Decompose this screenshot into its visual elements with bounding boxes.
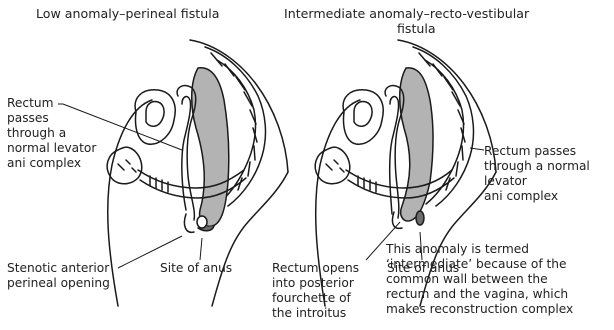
right-note-line-4: rectum and the vagina, which xyxy=(386,287,568,302)
right-rectum-label-line-1: Rectum passes xyxy=(484,144,576,159)
left-rectum-label-line-3: through a xyxy=(7,126,66,141)
right-opens-label-line-3: fourchette of xyxy=(272,291,351,306)
left-opening-label-line-2: perineal opening xyxy=(7,276,110,291)
right-opens-label-line-2: into posterior xyxy=(272,276,354,291)
left-rectum-label-line-5: ani complex xyxy=(7,156,81,171)
right-opens-label-line-4: the introitus xyxy=(272,306,346,321)
left-anus-site-label: Site of anus xyxy=(160,261,232,276)
right-rectum-label-line-4: ani complex xyxy=(484,189,558,204)
right-note-line-2: ‘intermediate’ because of the xyxy=(386,257,567,272)
left-rectum-label-line-1: Rectum xyxy=(7,96,54,111)
left-rectum-label-line-2: passes xyxy=(7,111,49,126)
right-opens-label-line-1: Rectum opens xyxy=(272,261,359,276)
right-note-line-3: common wall between the xyxy=(386,272,548,287)
left-rectum-label-line-4: normal levator xyxy=(7,141,96,156)
right-rectum-label-line-3: levator xyxy=(484,174,527,189)
right-note-line-5: makes reconstruction complex xyxy=(386,302,573,317)
left-opening-label-line-1: Stenotic anterior xyxy=(7,261,109,276)
right-rectum-label-line-2: through a normal xyxy=(484,159,590,174)
right-note-line-1: This anomaly is termed xyxy=(386,242,529,257)
